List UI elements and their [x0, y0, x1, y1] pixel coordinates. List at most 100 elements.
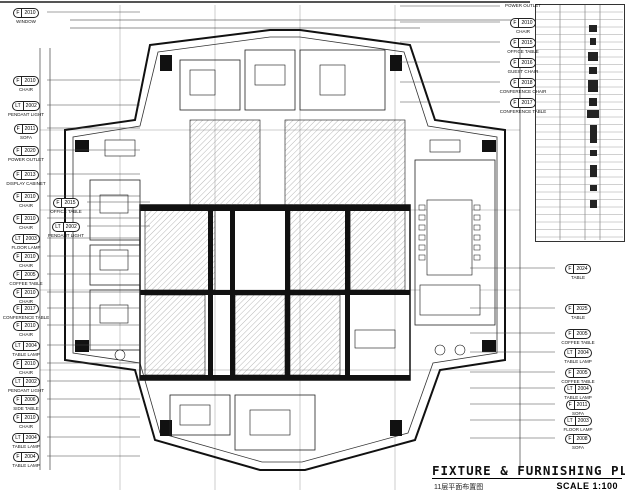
legend-table: [535, 4, 625, 242]
callout-label: WINDOW: [16, 19, 36, 24]
callout-label: CHAIR: [515, 29, 530, 34]
tag-code: 2011: [573, 401, 590, 409]
tag-code: 2017: [21, 305, 37, 313]
tag-code: 2002: [22, 378, 39, 386]
tag-code: 2010: [518, 19, 534, 27]
callout-label: SOFA: [571, 445, 584, 450]
tag-code: 2020: [21, 147, 37, 155]
tag-type: F: [513, 20, 517, 26]
tag-code: 2010: [21, 414, 37, 422]
tag-code: 2010: [21, 215, 37, 223]
tag-code: 2017: [518, 99, 534, 107]
tag-type: F: [513, 100, 517, 106]
tag-type: F: [16, 290, 20, 296]
tag-code: 2004: [22, 434, 39, 442]
tag-code: 2005: [573, 369, 589, 377]
tag-code: 2015: [518, 39, 534, 47]
callout-label: TABLE: [571, 275, 585, 280]
callout-label: OFFICE TABLE: [50, 209, 82, 214]
callout-label: CHAIR: [18, 263, 33, 268]
tag-type: F: [16, 126, 20, 132]
drawing-scale: SCALE 1:100: [556, 481, 618, 491]
tag-code: 2010: [21, 193, 37, 201]
columns: [75, 55, 496, 436]
dimension-lines: [39, 19, 525, 470]
tag-type: F: [568, 266, 572, 272]
drawing-title: FIXTURE & FURNISHING PLAN: [432, 463, 625, 479]
tag-code: 2004: [574, 385, 591, 393]
tag-type: F: [16, 254, 20, 260]
tag-code: 2006: [21, 396, 37, 404]
tag-code: 2018: [518, 79, 534, 87]
callout-label: FLOOR LAMP: [563, 427, 593, 432]
tag-code: 2010: [21, 253, 37, 261]
tag-type: F: [16, 361, 20, 367]
tag-code: 2004: [21, 453, 37, 461]
callout-label: GUEST CHAIR: [507, 69, 539, 74]
legend-grid: [559, 4, 601, 240]
tag-code: 2003: [22, 235, 39, 243]
callout-label: TABLE LAMP: [564, 395, 592, 400]
tag-type: LT: [567, 386, 573, 392]
callout-label: CHAIR: [18, 424, 33, 429]
tag-type: LT: [567, 350, 573, 356]
tag-code: 2004: [574, 349, 591, 357]
tag-code: 2011: [21, 125, 38, 133]
tag-type: F: [568, 402, 572, 408]
tag-code: 2002: [62, 223, 79, 231]
callout-label: CHAIR: [18, 299, 33, 304]
rooms: [89, 49, 496, 451]
tag-code: 2010: [21, 77, 37, 85]
tag-type: F: [16, 323, 20, 329]
tag-code: 2010: [21, 322, 37, 330]
callout-label: FLOOR LAMP: [11, 245, 41, 250]
callout-label: POWER OUTLET: [7, 157, 44, 162]
tag-code: 2024: [573, 265, 589, 273]
tag-type: F: [16, 415, 20, 421]
tag-code: 2010: [21, 9, 37, 17]
tag-type: LT: [15, 379, 21, 385]
callout-label: CHAIR: [18, 225, 33, 230]
core: [139, 119, 411, 381]
tag-type: F: [16, 194, 20, 200]
callout-label: CHAIR: [18, 87, 33, 92]
callout-label: TABLE LAMP: [12, 463, 40, 468]
